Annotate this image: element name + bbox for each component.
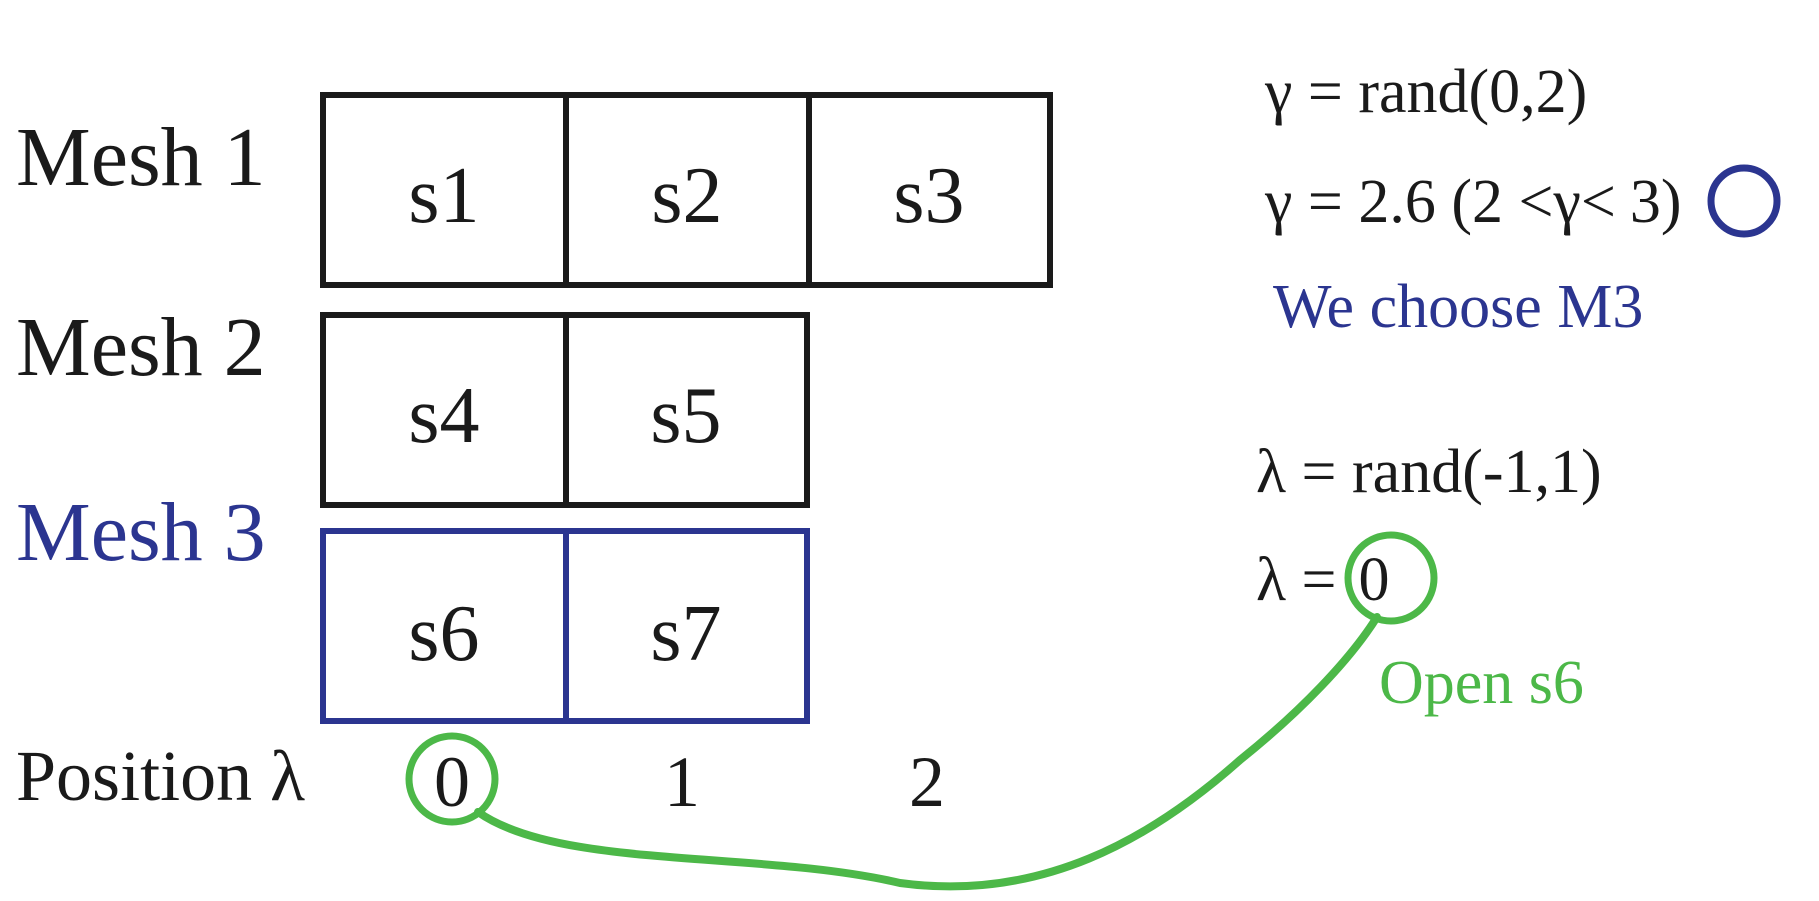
mesh-3-label: Mesh 3 (16, 486, 266, 579)
connector-curve (474, 613, 1381, 891)
lambda-0-circle (1344, 531, 1438, 625)
cell-s7-label: s7 (650, 590, 721, 678)
cell-s5-box (563, 312, 810, 508)
position-tick-0: 0 (434, 742, 470, 822)
lambda-value-text: λ = 0 (1256, 546, 1390, 614)
lambda-rand-text: λ = rand(-1,1) (1256, 438, 1602, 506)
cell-s5-label: s5 (650, 372, 721, 460)
lambda-circled-value: 0 (1359, 546, 1390, 614)
gamma-value-suffix: ) (1661, 168, 1682, 236)
cell-s4-label: s4 (408, 372, 479, 460)
position-lambda-label: Position λ (16, 736, 305, 816)
gamma-3-circle (1707, 164, 1781, 238)
mesh-3-row: s6 s7 (320, 528, 810, 724)
gamma-rand-text: γ = rand(0,2) (1264, 58, 1587, 126)
mesh-choice-text: We choose M3 (1273, 273, 1643, 341)
cell-s1-label: s1 (408, 152, 479, 240)
mesh-1-row: s1 s2 s3 (320, 92, 1053, 288)
cell-s3-label: s3 (893, 152, 964, 240)
position-tick-2: 2 (909, 742, 945, 822)
cell-s6-label: s6 (408, 590, 479, 678)
cell-s7-box (563, 528, 810, 724)
cell-s3-box (806, 92, 1053, 288)
mesh-2-label: Mesh 2 (16, 301, 266, 394)
gamma-value-prefix: γ = 2.6 (2 <γ< (1264, 168, 1616, 236)
gamma-value-text: γ = 2.6 (2 <γ<3) (1264, 168, 1682, 236)
mesh-1-label: Mesh 1 (16, 111, 266, 204)
position-0-circle (405, 732, 499, 826)
gamma-circled-value: 3 (1630, 168, 1661, 236)
lambda-value-prefix: λ = (1256, 546, 1337, 614)
position-tick-1: 1 (664, 742, 700, 822)
cell-s2-label: s2 (651, 152, 722, 240)
mesh-2-row: s4 s5 (320, 312, 810, 508)
open-cell-text: Open s6 (1379, 649, 1584, 717)
